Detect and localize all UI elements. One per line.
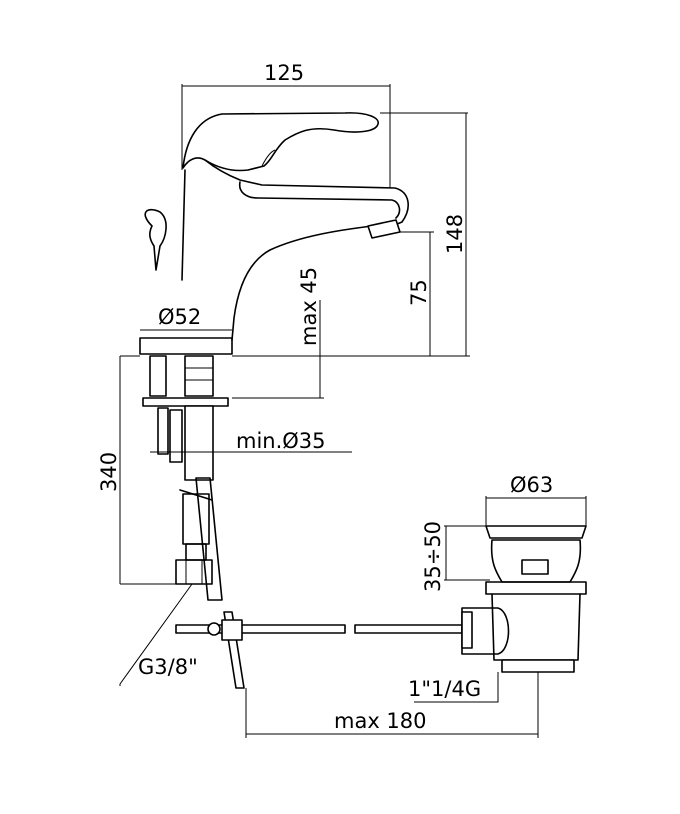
horizontal-rod-right [354, 624, 463, 634]
dim-waste-thread: 1"1/4G [408, 677, 481, 701]
side-knob [144, 208, 167, 271]
waste-tail [491, 593, 581, 661]
waste-body [485, 581, 587, 595]
g38-leader [119, 583, 193, 686]
waste-thread [501, 659, 575, 673]
hose-ferrule [185, 543, 207, 561]
fixing-plate [142, 397, 229, 407]
faucet-body-left [181, 169, 186, 281]
dim-g38: G3/8" [138, 655, 198, 679]
mount-stud-left [149, 355, 167, 397]
dimension-labels: 125 148 75 max 45 Ø52 min.Ø35 340 G3/8" … [97, 61, 553, 733]
dim-148: 148 [443, 214, 467, 254]
dim-max-180: max 180 [334, 709, 427, 733]
mounting-hardware [142, 355, 229, 601]
clamp-block [221, 619, 243, 641]
dim-340: 340 [97, 452, 121, 492]
braided-hose-upper [184, 405, 214, 481]
waste-assembly [461, 525, 587, 673]
faucet-lever [182, 112, 379, 172]
hex-coupling-upper [184, 355, 214, 397]
dim-max-45: max 45 [297, 267, 321, 346]
vertical-lever [223, 611, 245, 689]
dimension-lines [119, 84, 587, 738]
thread-leader [414, 672, 499, 703]
threaded-rod [169, 409, 183, 463]
faucet-base [139, 337, 233, 355]
dim-base-diameter: Ø52 [158, 305, 201, 329]
pivot-nut [461, 611, 473, 649]
pop-up-linkage [175, 611, 463, 689]
waste-cap [485, 525, 587, 539]
dim-waste-diameter: Ø63 [510, 473, 553, 497]
waste-window [521, 559, 549, 575]
braided-hose-lower [182, 493, 210, 545]
aerator [367, 219, 401, 239]
dim-125: 125 [264, 61, 304, 85]
lever-detail [261, 149, 276, 167]
mount-rod [157, 407, 169, 455]
pivot-housing [461, 607, 510, 655]
hose-break-line [179, 489, 213, 501]
dim-hole-diameter: min.Ø35 [236, 429, 326, 453]
dim-75: 75 [407, 279, 431, 306]
spout-lower [238, 181, 401, 219]
horizontal-rod-left [175, 624, 346, 634]
dim-waste-range: 35÷50 [421, 521, 445, 592]
clamp-screw [207, 622, 221, 636]
faucet [139, 112, 409, 355]
